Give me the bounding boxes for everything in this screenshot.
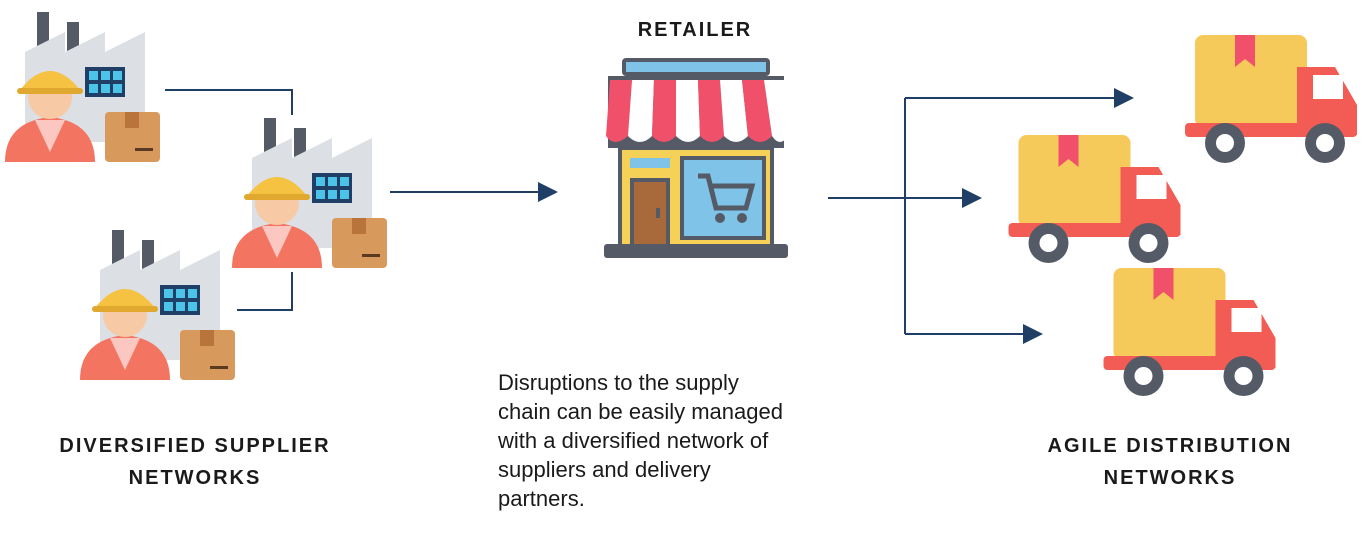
supplier-connector-top (165, 89, 293, 115)
delivery-truck-icon (1103, 268, 1276, 396)
delivery-truck-icon (1008, 135, 1181, 263)
store-icon (604, 58, 788, 258)
factory-worker-icon (5, 12, 160, 162)
description: Disruptions to the supply chain can be e… (498, 368, 878, 513)
distribution-label-line: AGILE DISTRIBUTION (1047, 435, 1293, 457)
suppliers-label-line: NETWORKS (128, 467, 262, 489)
description-line: Disruptions to the supply (498, 370, 739, 395)
description-line: partners. (498, 486, 585, 511)
description-line: with a diversified network of (498, 428, 769, 453)
factory-worker-icon (232, 118, 387, 268)
description-line: chain can be easily managed (498, 399, 783, 424)
suppliers-label-line: DIVERSIFIED SUPPLIER (59, 435, 331, 457)
description-line: suppliers and delivery (498, 457, 711, 482)
delivery-truck-icon (1185, 35, 1357, 163)
retailer-label: RETAILER (637, 19, 753, 41)
suppliers-label: DIVERSIFIED SUPPLIER NETWORKS (10, 430, 380, 494)
distribution-label-line: NETWORKS (1103, 467, 1237, 489)
factory-worker-icon (80, 230, 235, 380)
distribution-label: AGILE DISTRIBUTION NETWORKS (1000, 430, 1340, 494)
supplier-connector-bottom (237, 272, 293, 311)
